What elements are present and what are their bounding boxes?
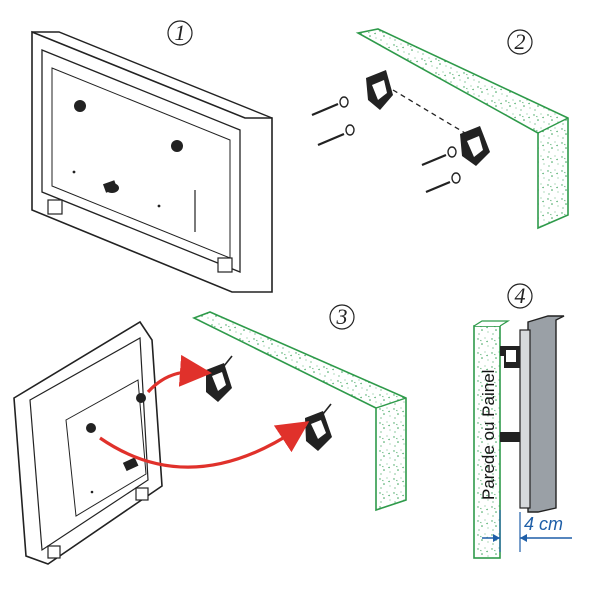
wall-section <box>355 28 569 230</box>
screw-hole-icon <box>74 100 86 112</box>
step-number: 2 <box>515 29 526 54</box>
tv-back-panel <box>29 337 149 552</box>
wall-bracket-icon <box>366 70 393 110</box>
screw-hole-icon <box>171 140 183 152</box>
tv-side-profile <box>527 315 565 513</box>
step-number: 3 <box>336 304 348 329</box>
step-4-side-view: Parede ou Painel 4 cm <box>473 315 572 559</box>
wall-label: Parede ou Painel <box>479 370 498 500</box>
step-3-hang-tv <box>13 311 407 565</box>
arrow-icon <box>146 354 212 394</box>
screw-icon <box>311 96 349 117</box>
wall-section <box>473 325 501 559</box>
step-number: 4 <box>515 283 526 308</box>
wall-bracket-icon <box>305 403 332 451</box>
step-2-wall-mounting <box>311 28 569 230</box>
step-number: 1 <box>175 20 186 45</box>
step-2-label: 2 <box>507 29 533 55</box>
screw-hole-icon <box>136 393 146 403</box>
arrow-icon <box>99 421 310 469</box>
step-3-label: 3 <box>329 304 355 330</box>
step-4-label: 4 <box>507 283 533 309</box>
step-1-tv-back <box>31 30 273 293</box>
wall-bracket-icon <box>206 355 233 402</box>
screw-hole-icon <box>86 423 96 433</box>
screw-icon <box>317 124 355 147</box>
wall-bracket-icon <box>460 126 490 166</box>
tv-back-panel <box>41 49 241 273</box>
step-1-label: 1 <box>167 20 193 46</box>
screw-icon <box>425 172 461 194</box>
wall-section <box>191 311 407 512</box>
distance-label: 4 cm <box>524 514 563 534</box>
screw-icon <box>421 146 457 167</box>
